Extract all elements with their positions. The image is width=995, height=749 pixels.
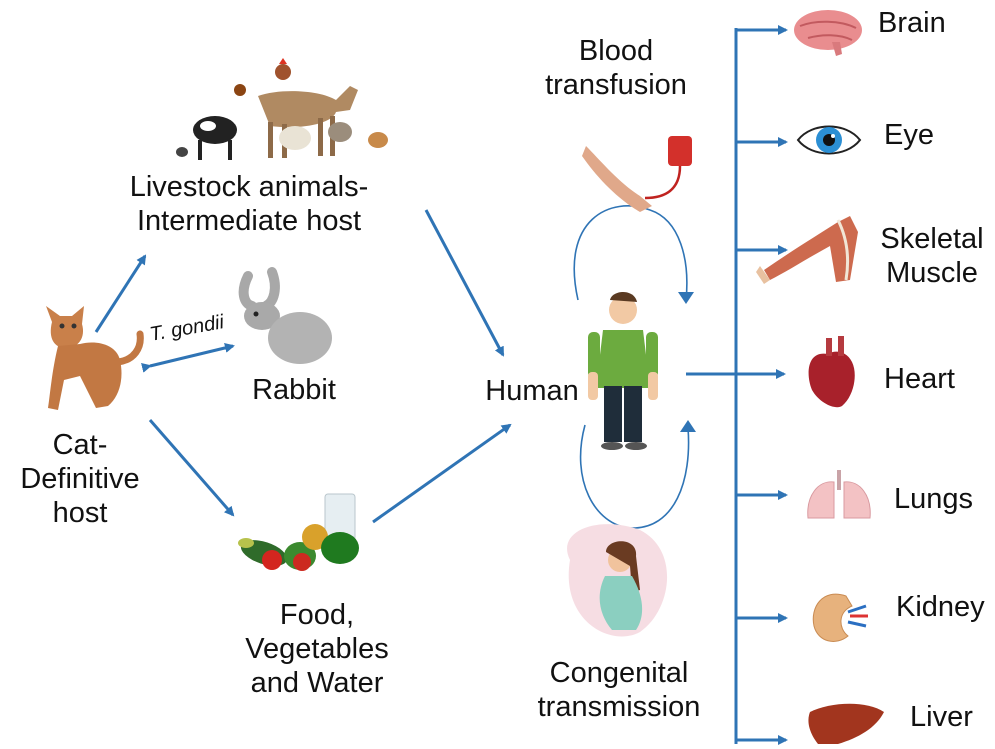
food-label-line1: Food,	[222, 598, 412, 632]
arrowhead-congenital-to-human	[680, 420, 696, 432]
arrow-food-to-human	[373, 425, 510, 522]
lungs-icon	[808, 470, 870, 518]
heart-icon	[809, 336, 855, 407]
organ-bus	[736, 28, 786, 744]
flow-arrows	[96, 206, 784, 528]
pregnant-woman-illustration	[567, 524, 667, 636]
organ-label-kidney: Kidney	[896, 590, 985, 624]
brain-icon	[794, 10, 862, 56]
arrow-cat-to-livestock	[96, 256, 145, 332]
arrow-cat-to-food	[150, 420, 233, 515]
organ-label-skeletal-muscle: Skeletal Muscle	[872, 222, 992, 290]
food-label: Food, Vegetables and Water	[222, 598, 412, 700]
food-vegetables-water-illustration	[238, 494, 359, 571]
livestock-label-line1: Livestock animals-	[104, 170, 394, 204]
blood-label-line1: Blood	[526, 34, 706, 68]
organ-label-heart: Heart	[884, 362, 955, 396]
food-label-line2: Vegetables	[222, 632, 412, 666]
rabbit-label: Rabbit	[234, 373, 354, 407]
liver-icon	[808, 704, 884, 744]
cat-illustration	[46, 306, 140, 410]
eye-icon	[798, 127, 860, 154]
congenital-label-line1: Congenital	[514, 656, 724, 690]
blood-transfusion-label: Blood transfusion	[526, 34, 706, 102]
congenital-label-line2: transmission	[514, 690, 724, 724]
food-label-line3: and Water	[222, 666, 412, 700]
rabbit-illustration	[244, 272, 332, 364]
arc-blood-to-human	[574, 206, 687, 300]
arrowhead-blood-to-human	[678, 292, 694, 304]
cat-label: Cat- Definitive host	[0, 428, 160, 530]
cat-label-line3: host	[0, 496, 160, 530]
organ-label-lungs: Lungs	[894, 482, 973, 516]
blood-label-line2: transfusion	[526, 68, 706, 102]
livestock-animals-illustration	[176, 58, 388, 160]
congenital-transmission-label: Congenital transmission	[514, 656, 724, 724]
livestock-label-line2: Intermediate host	[104, 204, 394, 238]
livestock-label: Livestock animals- Intermediate host	[104, 170, 394, 238]
cat-label-line1: Cat-	[0, 428, 160, 462]
blood-transfusion-illustration	[582, 136, 692, 212]
kidney-icon	[813, 594, 868, 641]
human-label: Human	[476, 374, 588, 408]
cat-label-line2: Definitive	[0, 462, 160, 496]
organ-label-eye: Eye	[884, 118, 934, 152]
human-illustration	[588, 292, 658, 450]
organ-label-brain: Brain	[878, 6, 946, 40]
organ-label-liver: Liver	[910, 700, 973, 734]
arrow-livestock-to-human	[426, 210, 503, 355]
